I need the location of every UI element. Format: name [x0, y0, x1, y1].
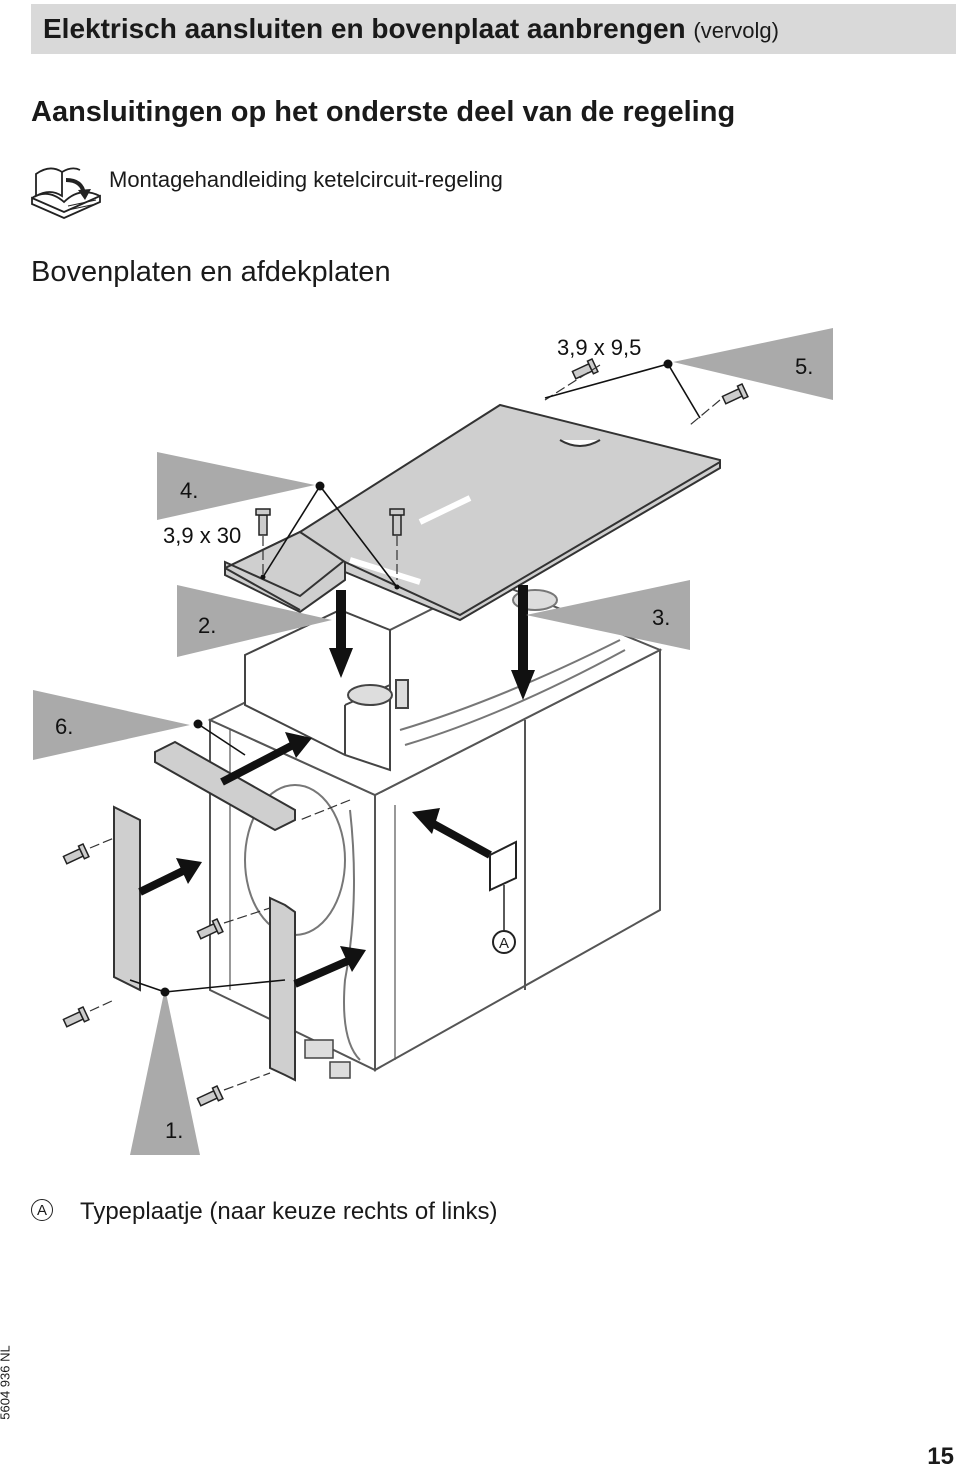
marker-a-label: A — [499, 935, 509, 952]
step-label-3: 3. — [652, 605, 670, 630]
book-icon — [28, 160, 104, 227]
nameplate — [489, 840, 517, 954]
legend-marker: A — [31, 1199, 53, 1221]
connector-plugs — [304, 1039, 351, 1079]
legend-text: Typeplaatje (naar keuze rechts of links) — [80, 1198, 498, 1225]
page-title-suffix: (vervolg) — [693, 18, 779, 43]
assembly-figure: A 3,9 x 9,5 — [0, 300, 960, 1175]
page-title: Elektrisch aansluiten en bovenplaat aanb… — [43, 13, 779, 45]
screw-size-top: 3,9 x 9,5 — [557, 335, 641, 360]
page-title-text: Elektrisch aansluiten en bovenplaat aanb… — [43, 13, 686, 44]
page-number: 15 — [927, 1443, 954, 1470]
section-heading-connections: Aansluitingen op het onderste deel van d… — [31, 96, 736, 128]
step-label-4: 4. — [180, 478, 198, 503]
section-heading-plates: Bovenplaten en afdekplaten — [31, 256, 391, 288]
top-plate-rear — [298, 403, 721, 622]
push-arrows — [138, 732, 492, 988]
step-label-2: 2. — [198, 613, 216, 638]
cover-strip-left — [113, 805, 141, 992]
step-label-1: 1. — [165, 1118, 183, 1143]
reference-text: Montagehandleiding ketelcircuit-regeling — [109, 167, 503, 192]
step-label-5: 5. — [795, 354, 813, 379]
screw-size-mid: 3,9 x 30 — [163, 523, 241, 548]
document-number: 5604 936 NL — [0, 1345, 13, 1420]
down-arrows — [329, 585, 535, 700]
callout-triangles — [33, 328, 833, 1155]
step-label-6: 6. — [55, 714, 73, 739]
header-bar: Elektrisch aansluiten en bovenplaat aanb… — [31, 4, 956, 54]
cover-bar-top — [154, 740, 296, 832]
cover-strip-right — [269, 896, 296, 1082]
